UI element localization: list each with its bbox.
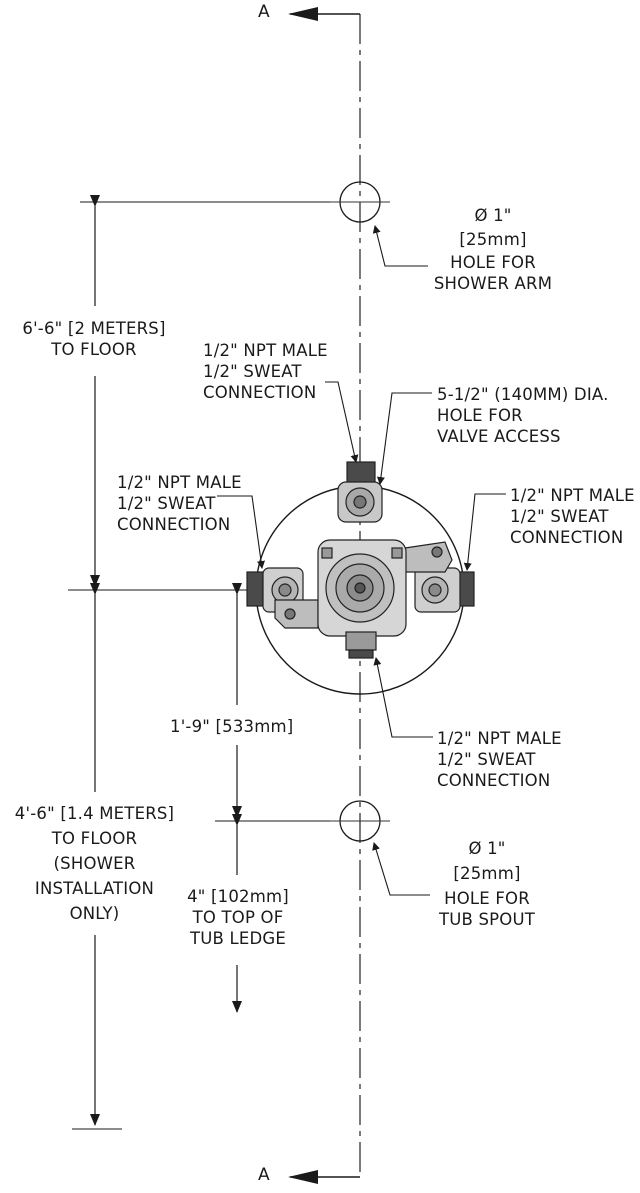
valve-body [246,461,475,659]
tub-spout-line2: TUB SPOUT [438,910,536,929]
right-connection-line3: CONNECTION [510,528,624,547]
leader-bottom-connection [373,657,433,738]
shower-height-line2: TO FLOOR [51,340,137,359]
leader-tub-spout [372,842,430,896]
left-connection-line2: 1/2" SWEAT [117,494,216,513]
bottom-connection-line1: 1/2" NPT MALE [437,729,562,748]
top-connection-line1: 1/2" NPT MALE [203,341,328,360]
valve-access-line3: VALVE ACCESS [437,427,561,446]
tub-spout-dia: Ø 1" [468,839,506,858]
section-mark-top [288,7,360,21]
shower-arm-line2: SHOWER ARM [433,274,553,293]
valve-access-label: 5-1/2" (140MM) DIA. HOLE FOR VALVE ACCES… [437,384,609,447]
tub-spout-hole-label: Ø 1" [25mm] HOLE FOR TUB SPOUT [412,838,562,930]
valve-height-line3: (SHOWER [53,854,136,873]
right-connection-line2: 1/2" SWEAT [510,507,609,526]
right-connection-line1: 1/2" NPT MALE [510,486,635,505]
shower-arm-line1: HOLE FOR [450,253,536,272]
bottom-connection-label: 1/2" NPT MALE 1/2" SWEAT CONNECTION [437,728,562,791]
valve-height-line5: ONLY) [69,904,120,923]
leader-shower-arm [372,225,428,267]
spout-offset-label: 1'-9" [533mm] [170,717,294,736]
tub-spout-mm: [25mm] [453,864,521,883]
tub-ledge-label: 4" [102mm] TO TOP OF TUB LEDGE [168,886,308,949]
section-label-top: A [258,2,270,22]
shower-arm-dia: Ø 1" [474,206,512,225]
section-label-bottom: A [258,1165,270,1185]
valve-height-line2: TO FLOOR [51,829,138,848]
bottom-connection-line2: 1/2" SWEAT [437,750,536,769]
shower-arm-hole-label: Ø 1" [25mm] HOLE FOR SHOWER ARM [418,205,568,294]
top-connection-line2: 1/2" SWEAT [203,362,302,381]
tub-ledge-line3: TUB LEDGE [189,929,287,948]
leader-top-connection [325,381,359,463]
shower-arm-hole [330,181,390,223]
leader-valve-access [376,392,432,485]
tub-ledge-line1: 4" [102mm] [187,887,289,906]
tub-spout-hole [330,800,390,842]
valve-access-line1: 5-1/2" (140MM) DIA. [437,385,609,404]
tub-spout-line1: HOLE FOR [444,889,530,908]
left-connection-line3: CONNECTION [117,515,231,534]
shower-arm-mm: [25mm] [459,230,527,249]
leader-left-connection [217,495,265,569]
valve-access-line2: HOLE FOR [437,406,523,425]
section-mark-bottom [288,1170,360,1184]
leader-right-connection [463,493,506,571]
shower-height-label: 6'-6" [2 METERS] TO FLOOR [5,318,183,360]
valve-height-label: 4'-6" [1.4 METERS] TO FLOOR (SHOWER INST… [2,803,187,924]
shower-height-line1: 6'-6" [2 METERS] [22,319,166,338]
top-connection-line3: CONNECTION [203,383,317,402]
top-connection-label: 1/2" NPT MALE 1/2" SWEAT CONNECTION [203,340,328,403]
bottom-connection-line3: CONNECTION [437,771,551,790]
left-connection-line1: 1/2" NPT MALE [117,473,242,492]
right-connection-label: 1/2" NPT MALE 1/2" SWEAT CONNECTION [510,485,635,548]
tub-ledge-line2: TO TOP OF [192,908,284,927]
valve-height-line4: INSTALLATION [34,879,155,898]
valve-height-line1: 4'-6" [1.4 METERS] [14,804,175,823]
left-connection-label: 1/2" NPT MALE 1/2" SWEAT CONNECTION [117,472,242,535]
